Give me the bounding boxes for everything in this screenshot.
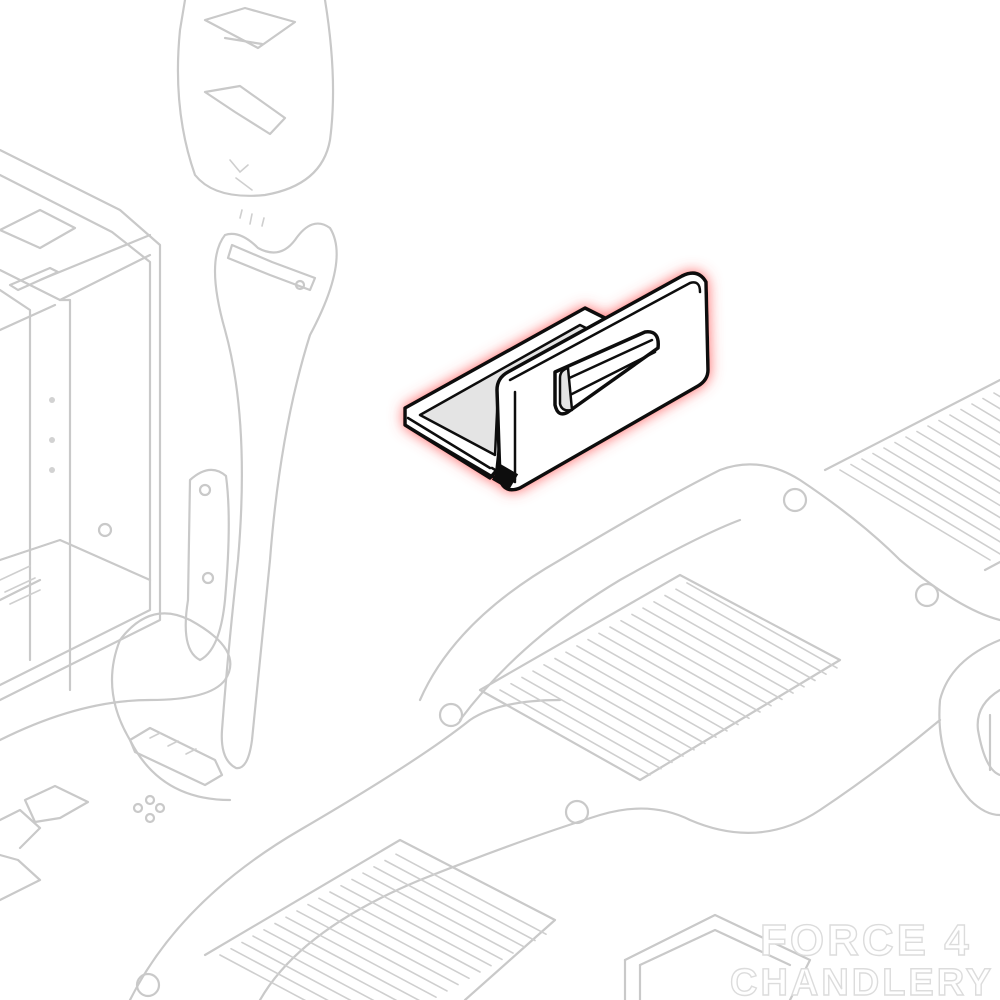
rack-wire [971,403,1000,422]
rack-wire [620,619,772,707]
rack-wire [318,897,470,980]
rack-wire [329,891,481,973]
rack-wire [543,663,695,751]
rack-wire [252,935,375,1000]
parts-bubble-lower [0,463,1000,1000]
rack-wire [373,865,525,948]
watermark-line1: FORCE 4 [760,916,972,965]
rack-wire [861,458,1000,543]
rack-wire [340,884,492,967]
rack-wire [883,447,1000,519]
rack-wire [274,922,421,1000]
rack-wire [850,463,1000,555]
rack-wire [949,414,1000,446]
rack-wire [631,613,783,701]
rack-wire [664,594,816,682]
shelf-rack-middle [478,573,842,782]
rack-wire [351,878,503,961]
rack-wire [296,910,448,992]
rack-wire [285,916,437,999]
rack-wire [598,632,750,720]
rack-wire [219,954,307,1000]
rack-wire [362,872,514,954]
rack-wire [905,436,1000,495]
rack-wire [395,853,547,936]
rack-wire [510,682,662,770]
rack-wire [872,452,1000,531]
rack-wire [960,408,1000,434]
shelf-rack-bottom [203,838,557,1000]
rack-wire [894,441,1000,507]
watermark-line2: CHANDLERY [730,962,994,1000]
rack-wire [938,419,1000,459]
rack-wire [554,657,706,745]
shelf-rack-right [823,378,1000,572]
rack-wire [263,928,398,1000]
rack-wire [927,425,1000,471]
rack-wire [384,859,536,942]
rack-wire [609,626,761,713]
rack-wire [653,600,805,688]
rack-wire [839,469,991,561]
rack-wire [916,430,1000,483]
rack-wire [642,607,794,694]
parts-bubble-spine [213,209,338,770]
rack-wire [565,651,717,739]
rack-wire [521,676,673,764]
parts-bubble-top [176,0,335,197]
oven-cabinet [0,148,162,702]
rack-wire [532,670,684,757]
rack-wire [686,582,838,669]
rack-wire [499,689,651,776]
rack-wire [576,645,728,732]
rack-wire [675,588,827,676]
highlighted-part[interactable] [403,271,710,492]
rack-wire [307,903,459,986]
rack-wire [230,947,329,1000]
rack-wire [587,638,739,726]
rack-wire [241,941,352,1000]
small-parts-bottom-left [0,726,224,902]
drawer-tray [623,913,812,1000]
side-bracket-bubble [184,468,230,662]
watermark-logo: FORCE 4 CHANDLERY [729,915,994,1000]
parts-bubble-right [938,638,1000,817]
